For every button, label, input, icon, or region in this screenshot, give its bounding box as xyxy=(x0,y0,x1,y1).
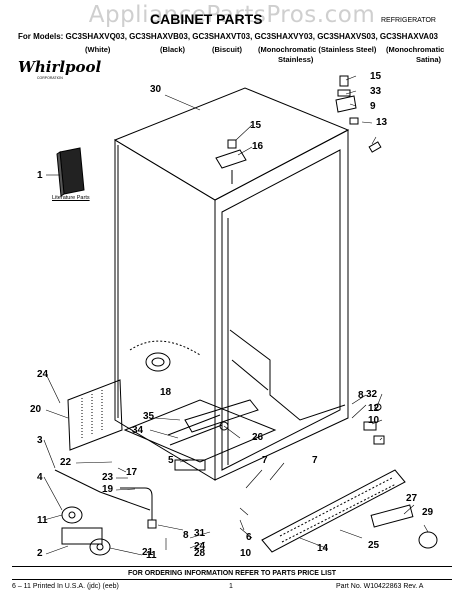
callout-8a: 8 xyxy=(183,530,189,541)
callout-18: 18 xyxy=(160,387,172,398)
callout-27: 27 xyxy=(406,493,418,504)
callout-6: 6 xyxy=(246,532,252,543)
color-stainless-line2: Stainless) xyxy=(278,55,314,64)
footer-rule-bottom xyxy=(12,579,452,580)
callout-32: 32 xyxy=(366,389,378,400)
callout-14: 14 xyxy=(317,543,329,554)
color-satina-line2: Satina) xyxy=(416,55,442,64)
callout-9: 9 xyxy=(370,101,376,112)
water-tube xyxy=(120,487,157,529)
callout-3: 3 xyxy=(37,435,43,446)
callout-22: 22 xyxy=(60,457,72,468)
callout-4: 4 xyxy=(37,472,43,483)
cabinet-shell xyxy=(113,87,350,481)
color-white: (White) xyxy=(85,45,111,54)
page-title: CABINET PARTS xyxy=(150,11,263,27)
callout-12: 12 xyxy=(368,403,380,414)
brand-logo-sub: CORPORATION xyxy=(37,76,63,80)
callout-33: 33 xyxy=(370,86,382,97)
callout-10a: 10 xyxy=(240,548,252,559)
callout-20: 20 xyxy=(30,404,42,415)
callout-21: 21 xyxy=(142,547,154,558)
leader-lines xyxy=(43,75,429,556)
watermark: AppliancePartsPros.com xyxy=(88,2,376,28)
callout-1: 1 xyxy=(37,170,43,181)
callout-31: 31 xyxy=(194,528,206,539)
callout-23: 23 xyxy=(102,472,114,483)
callout-16: 16 xyxy=(252,141,264,152)
color-biscuit: (Biscuit) xyxy=(212,45,242,54)
color-stainless: (Monochromatic (Stainless Steel) xyxy=(258,45,377,54)
brand-logo: Whirlpool xyxy=(18,58,102,76)
callout-34: 34 xyxy=(132,425,144,436)
roller-assemblies xyxy=(54,469,151,556)
color-black: (Black) xyxy=(160,45,186,54)
callout-29: 29 xyxy=(422,507,434,518)
callout-5: 5 xyxy=(168,455,174,466)
callout-11a: 11 xyxy=(37,515,48,526)
drain-grommet xyxy=(129,340,201,372)
literature-booklet xyxy=(56,147,85,197)
callout-17: 17 xyxy=(126,467,138,478)
callout-7a: 7 xyxy=(262,455,268,466)
appliance-type: REFRIGERATOR xyxy=(381,17,436,24)
callout-35: 35 xyxy=(143,411,155,422)
callout-15b: 15 xyxy=(370,71,382,82)
callout-24a: 24 xyxy=(37,369,49,380)
color-satina: (Monochromatic xyxy=(386,45,445,54)
model-list: For Models: GC3SHAXVQ03, GC3SHAXVB03, GC… xyxy=(18,32,438,41)
callout-11b: 11 xyxy=(146,550,157,561)
callout-25: 25 xyxy=(368,540,380,551)
access-cover xyxy=(67,379,123,451)
callout-7b: 7 xyxy=(312,455,318,466)
literature-parts-label: Literature Parts xyxy=(52,195,90,201)
callout-19: 19 xyxy=(102,484,114,495)
center-hinge-assembly xyxy=(215,139,247,184)
callout-30: 30 xyxy=(150,84,162,95)
part-number: Part No. W10422863 Rev. A xyxy=(336,583,424,590)
callout-28: 28 xyxy=(194,548,206,559)
footer-rule-top xyxy=(12,566,452,567)
callout-8b: 8 xyxy=(358,390,364,401)
print-info: 6 – 11 Printed In U.S.A. (jdc) (eeb) xyxy=(12,583,119,590)
callout-10b: 10 xyxy=(368,415,380,426)
callout-24b: 24 xyxy=(194,541,206,552)
page-number: 1 xyxy=(229,583,233,590)
toe-grille xyxy=(261,469,406,553)
callout-13: 13 xyxy=(376,117,388,128)
callout-2: 2 xyxy=(37,548,43,559)
callout-26: 26 xyxy=(252,432,264,443)
callout-15a: 15 xyxy=(250,120,262,131)
ordering-note: FOR ORDERING INFORMATION REFER TO PARTS … xyxy=(127,570,337,577)
